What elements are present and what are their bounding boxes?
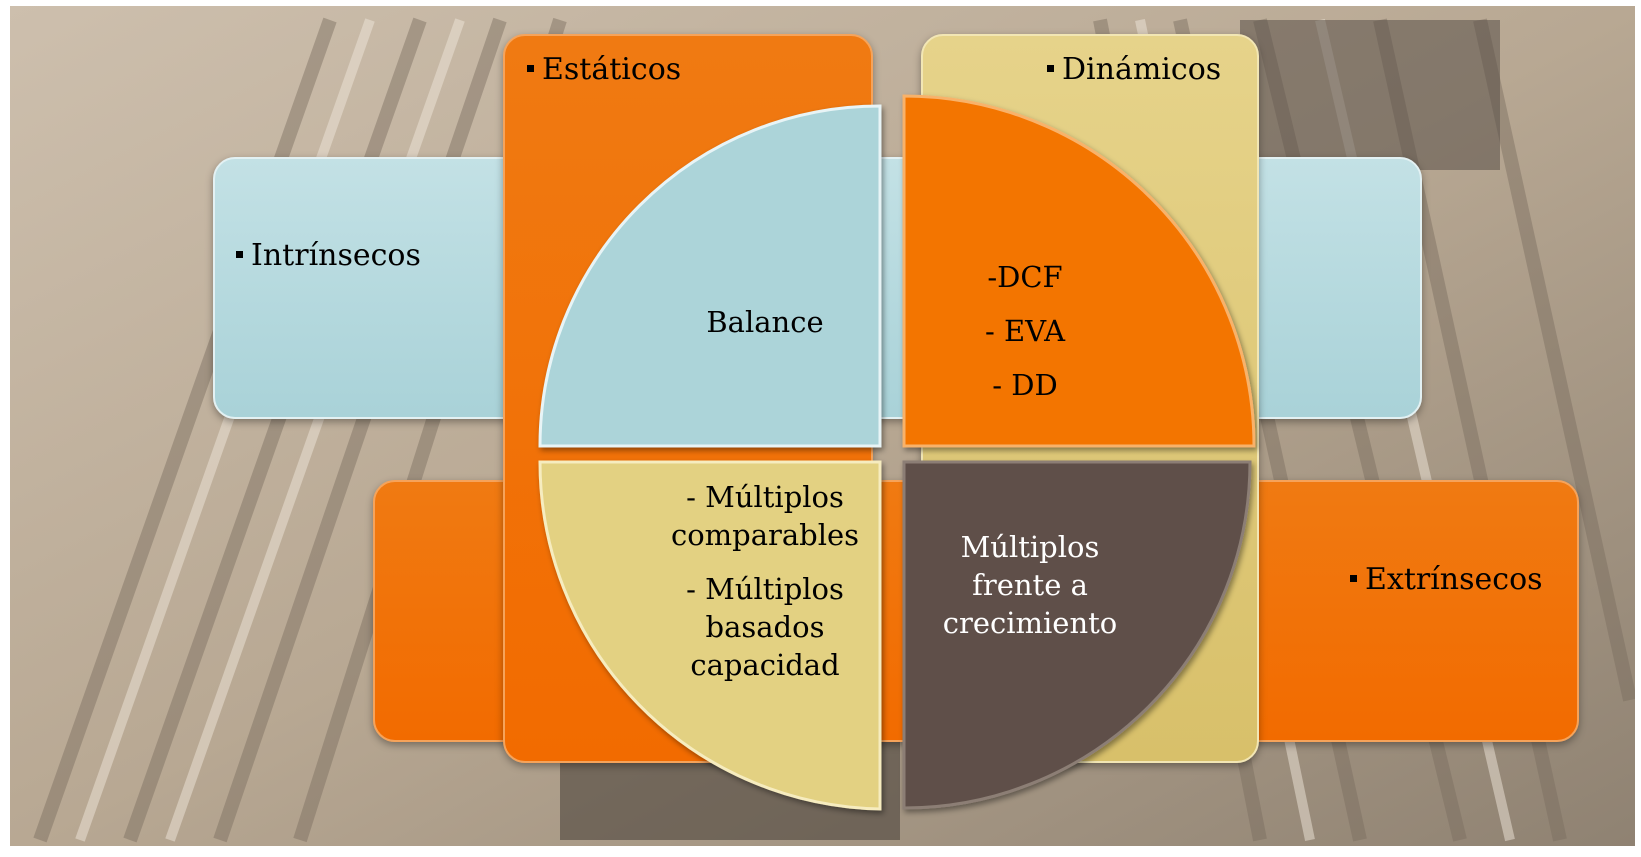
dinamicos-methods: -DCF - EVA - DD [960, 250, 1090, 412]
method-eva: - EVA [984, 314, 1066, 348]
extrinsecos-text: Extrínsecos [1365, 562, 1543, 597]
bullet-icon [1047, 64, 1054, 72]
multiplos-line-3: - Múltiplos [686, 572, 844, 606]
multiplos-line-5: capacidad [690, 648, 840, 682]
intrinsecos-text: Intrínsecos [251, 238, 421, 273]
quadrant-top-left [538, 104, 882, 448]
quadrant-top-right [902, 94, 1256, 448]
multiplos-line-2: comparables [670, 518, 860, 552]
bullet-icon [236, 250, 243, 258]
method-dcf: -DCF [987, 260, 1063, 294]
intrinsecos-label: Intrínsecos [236, 238, 421, 273]
crecimiento-line-2: frente a [972, 568, 1088, 602]
crecimiento-line-1: Múltiplos [960, 530, 1100, 564]
method-dd: - DD [992, 368, 1058, 402]
crecimiento-line-3: crecimiento [942, 606, 1118, 640]
bullet-icon [527, 64, 534, 72]
balance-text: Balance [706, 305, 824, 339]
extrinsecos-label: Extrínsecos [1350, 562, 1543, 597]
dinamicos-text: Dinámicos [1062, 52, 1222, 87]
estaticos-label: Estáticos [527, 52, 681, 87]
multiplos-list: - Múltiplos comparables - Múltiplos basa… [655, 478, 875, 684]
multiplos-line-1: - Múltiplos [686, 480, 844, 514]
bullet-icon [1350, 574, 1357, 582]
multiplos-crecimiento-text: Múltiplos frente a crecimiento [920, 528, 1140, 642]
quadrant-bottom-right [902, 460, 1252, 810]
dinamicos-label: Dinámicos [1047, 52, 1221, 87]
quadrant-bottom-left [538, 460, 882, 811]
estaticos-text: Estáticos [542, 52, 682, 87]
multiplos-line-4: basados [705, 610, 825, 644]
